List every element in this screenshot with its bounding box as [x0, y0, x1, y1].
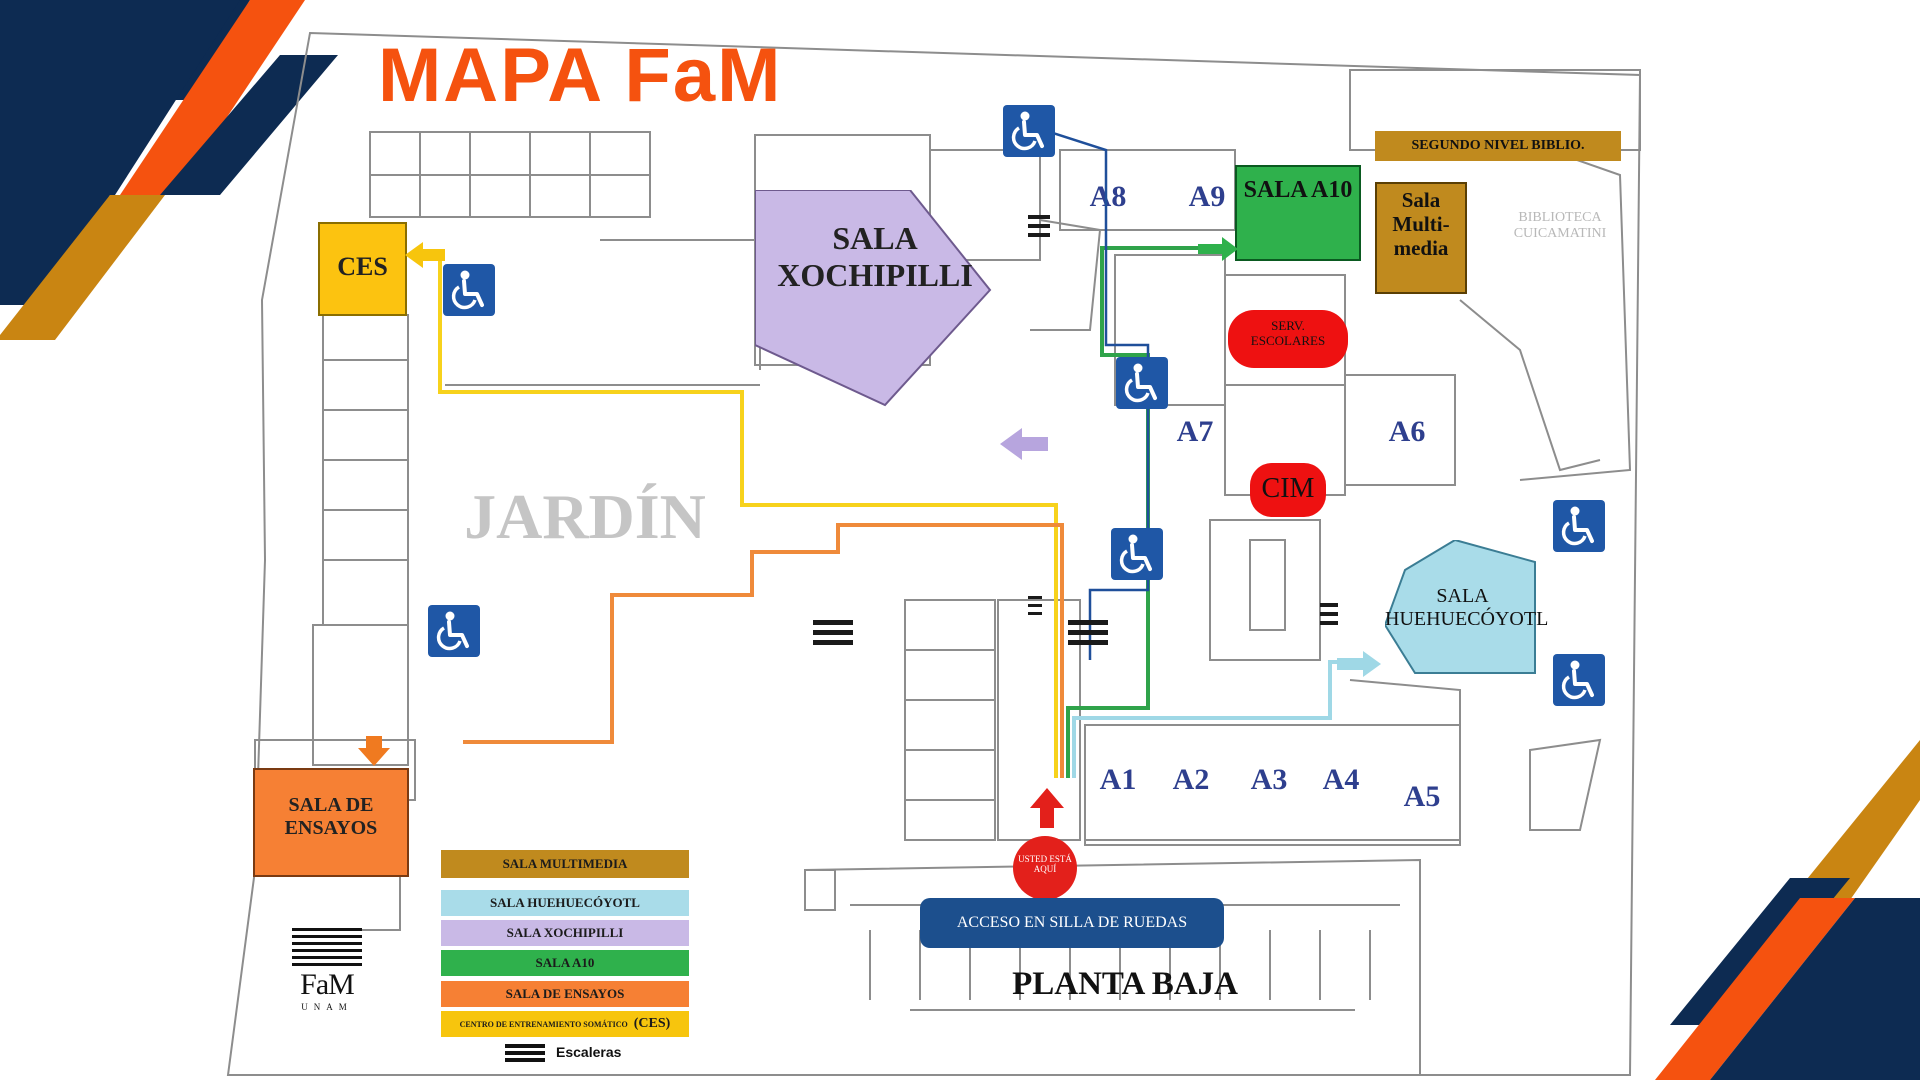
legend-item: SALA HUEHUECÓYOTL: [441, 890, 689, 916]
cim-label: CIM: [1261, 473, 1315, 504]
you-are-here-label: USTED ESTÁ AQUÍ: [1018, 854, 1072, 875]
corner-decoration-top-left: [0, 0, 338, 340]
jardin-label: JARDÍN: [464, 481, 706, 552]
legend-item-label: SALA MULTIMEDIA: [502, 856, 628, 871]
wheelchair-icon: [1111, 528, 1163, 580]
room-ensayos[interactable]: SALA DE ENSAYOS: [253, 768, 409, 877]
legend-stairs-icon: [505, 1044, 545, 1062]
room-multimedia-label: Sala Multi-media: [1392, 188, 1450, 261]
legend-item: SALA DE ENSAYOS: [441, 981, 689, 1007]
cim-marker[interactable]: CIM: [1250, 463, 1326, 517]
corner-decoration-bottom-right: [1655, 740, 1920, 1080]
room-ensayos-label: SALA DE ENSAYOS: [284, 794, 378, 839]
room-ces-label: CES: [337, 252, 388, 281]
planta-baja-label: PLANTA BAJA: [1012, 966, 1238, 1002]
legend-item-label: CENTRO DE ENTRENAMIENTO SOMÁTICO: [459, 1019, 628, 1029]
you-are-here-marker[interactable]: USTED ESTÁ AQUÍ: [1013, 836, 1077, 900]
serv-escolares-label: SERV. ESCOLARES: [1250, 318, 1326, 348]
legend-item-label: SALA DE ENSAYOS: [505, 986, 625, 1001]
room-xochipilli-label: SALA XOCHIPILLI: [777, 220, 973, 293]
arrow-icon: [1030, 788, 1064, 828]
fam-logo: FaM UNAM: [292, 928, 362, 1012]
legend-item-label: SALA HUEHUECÓYOTL: [490, 895, 640, 910]
segundo-nivel-biblio-banner: SEGUNDO NIVEL BIBLIO.: [1375, 131, 1621, 161]
arrow-icon: [405, 242, 445, 268]
legend-item: SALA A10: [441, 950, 689, 976]
room-a8-label: A8: [1089, 180, 1127, 213]
stairs-icon: [1068, 620, 1108, 650]
room-xochipilli[interactable]: [755, 190, 995, 410]
logo-name: FaM: [300, 968, 355, 1001]
wheelchair-icon: [1116, 357, 1168, 409]
room-a7-label: A7: [1176, 415, 1214, 448]
wheelchair-icon: [443, 264, 495, 316]
biblioteca-label: BIBLIOTECA CUICAMATINI: [1513, 210, 1607, 242]
legend-item: CENTRO DE ENTRENAMIENTO SOMÁTICO (CES): [441, 1011, 689, 1037]
wheelchair-icon: [1553, 654, 1605, 706]
stairs-icon: [1028, 596, 1042, 620]
room-a4-label: A4: [1322, 763, 1360, 796]
map-title: MAPA FaM: [378, 33, 783, 118]
room-ces[interactable]: CES: [318, 222, 407, 316]
arrow-icon: [358, 736, 390, 766]
legend-item: SALA XOCHIPILLI: [441, 920, 689, 946]
arrow-icon: [1000, 428, 1048, 460]
stairs-icon: [1028, 215, 1050, 242]
legend-item-label: SALA XOCHIPILLI: [506, 925, 624, 940]
wheelchair-icon: [1553, 500, 1605, 552]
arrow-icon: [1337, 651, 1381, 677]
legend-item-label: SALA A10: [535, 955, 595, 970]
wheelchair-access-badge[interactable]: ACCESO EN SILLA DE RUEDAS: [920, 898, 1224, 948]
wheelchair-icon: [1003, 105, 1055, 157]
legend-stairs-label: Escaleras: [556, 1044, 622, 1060]
wheelchair-icon: [428, 605, 480, 657]
room-a5-label: A5: [1403, 780, 1441, 813]
room-a6-label: A6: [1388, 415, 1426, 448]
room-a3-label: A3: [1250, 763, 1288, 796]
room-huehuecoyotl-label: SALA HUEHUECÓYOTL: [1385, 585, 1549, 630]
stairs-icon: [1320, 603, 1338, 630]
room-multimedia[interactable]: Sala Multi-media: [1375, 182, 1467, 294]
serv-escolares-marker[interactable]: SERV. ESCOLARES: [1228, 310, 1348, 368]
room-a1-label: A1: [1099, 763, 1137, 796]
stairs-icon: [813, 620, 853, 650]
room-huehuecoyotl[interactable]: [1385, 540, 1540, 680]
room-a10[interactable]: SALA A10: [1235, 165, 1361, 261]
arrow-icon: [1198, 237, 1238, 261]
legend-item-suffix: (CES): [633, 1016, 671, 1031]
logo-sub: UNAM: [301, 1002, 353, 1012]
room-a2-label: A2: [1172, 763, 1210, 796]
room-a10-label: SALA A10: [1243, 177, 1353, 203]
room-a9-label: A9: [1188, 180, 1226, 213]
legend-item: SALA MULTIMEDIA: [441, 850, 689, 878]
